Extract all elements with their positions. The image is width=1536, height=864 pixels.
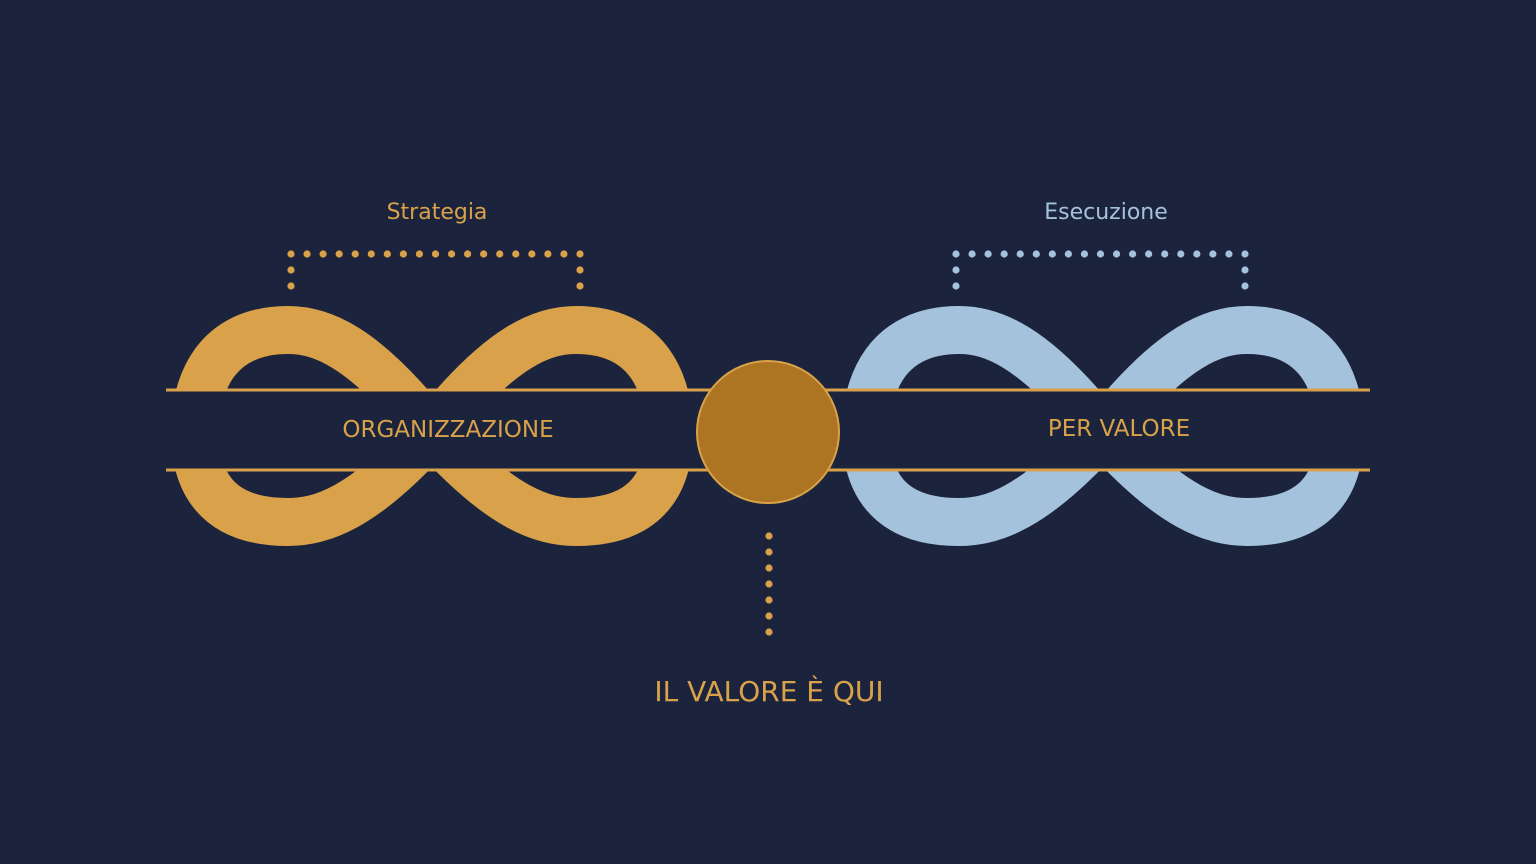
bracket-dot bbox=[1048, 250, 1056, 258]
bracket-dot bbox=[952, 266, 960, 274]
bracket-dot bbox=[968, 250, 976, 258]
per-valore-label: PER VALORE bbox=[1047, 416, 1191, 442]
bracket-dot bbox=[1016, 250, 1024, 258]
bracket-dot bbox=[952, 250, 960, 258]
bracket-dot bbox=[1225, 250, 1233, 258]
bracket-dot bbox=[1112, 250, 1121, 258]
bracket-dot bbox=[576, 250, 584, 258]
bracket-dot bbox=[287, 266, 295, 274]
bracket-dot bbox=[544, 250, 552, 258]
bracket-dot bbox=[1096, 250, 1105, 258]
bracket-dot bbox=[1193, 250, 1201, 258]
bracket-dot bbox=[1161, 250, 1169, 258]
bracket-dot bbox=[480, 250, 488, 258]
bracket-dot bbox=[952, 282, 960, 290]
bracket-dot bbox=[431, 250, 440, 258]
bracket-dot bbox=[512, 250, 520, 258]
connector-dot bbox=[765, 612, 773, 620]
bracket-dot bbox=[1241, 266, 1249, 274]
bracket-dot bbox=[383, 250, 391, 258]
bracket-dot bbox=[399, 250, 407, 258]
bracket-dot bbox=[496, 250, 504, 258]
connector-dot bbox=[765, 532, 773, 540]
connector-dot bbox=[765, 548, 773, 556]
bracket-dot bbox=[984, 250, 992, 258]
strategia-label: Strategia bbox=[386, 200, 488, 225]
bracket-dot bbox=[1080, 250, 1089, 258]
bracket-dot bbox=[287, 282, 295, 290]
bracket-dot bbox=[1209, 250, 1217, 258]
right-dotted-bracket bbox=[952, 250, 1249, 290]
value-circle bbox=[696, 360, 840, 504]
bracket-dot bbox=[576, 266, 584, 274]
left-dotted-bracket bbox=[287, 250, 584, 290]
esecuzione-label: Esecuzione bbox=[1044, 200, 1168, 225]
bracket-dot bbox=[351, 250, 359, 258]
connector-dot bbox=[765, 596, 773, 604]
connector-dot bbox=[765, 580, 773, 588]
bracket-dot bbox=[415, 250, 424, 258]
bracket-dot bbox=[1145, 250, 1153, 258]
bracket-dot bbox=[447, 250, 456, 258]
bracket-dot bbox=[1129, 250, 1137, 258]
bracket-dot bbox=[1177, 250, 1185, 258]
bracket-dot bbox=[560, 250, 568, 258]
bracket-dot bbox=[464, 250, 472, 258]
organizzazione-label: ORGANIZZAZIONE bbox=[342, 417, 554, 443]
value-dotted-connector bbox=[765, 532, 773, 636]
bracket-dot bbox=[319, 250, 327, 258]
bracket-dot bbox=[1064, 250, 1072, 258]
bracket-dot bbox=[287, 250, 295, 258]
bracket-dot bbox=[367, 250, 375, 258]
bracket-dot bbox=[1000, 250, 1008, 258]
connector-dot bbox=[765, 628, 773, 636]
bracket-dot bbox=[335, 250, 343, 258]
bracket-dot bbox=[576, 282, 584, 290]
bracket-dot bbox=[1032, 250, 1040, 258]
bracket-dot bbox=[528, 250, 536, 258]
bracket-dot bbox=[1241, 282, 1249, 290]
bracket-dot bbox=[1241, 250, 1249, 258]
connector-dot bbox=[765, 564, 773, 572]
bracket-dot bbox=[303, 250, 311, 258]
value-here-label: IL VALORE È QUI bbox=[654, 675, 884, 708]
